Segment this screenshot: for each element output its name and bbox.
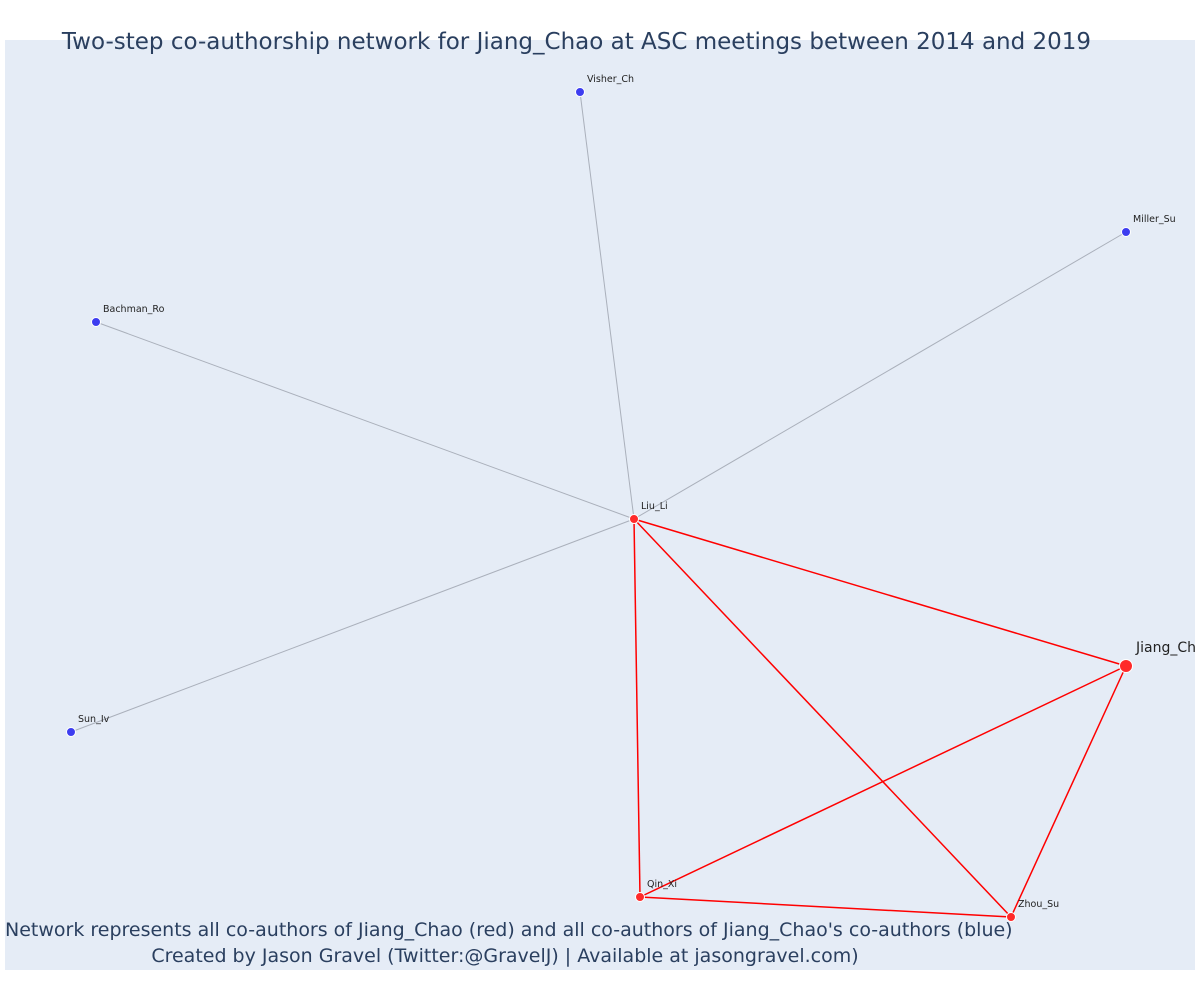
edge-liu_li-sun_iv: [70, 518, 635, 733]
edge-jiang_ch-qin_xi: [639, 665, 1127, 898]
node-jiang_ch[interactable]: [1119, 659, 1133, 673]
edge-liu_li-miller_su: [633, 231, 1127, 520]
edge-liu_li-jiang_ch: [633, 518, 1127, 667]
chart-title: Two-step co-authorship network for Jiang…: [61, 29, 1092, 55]
edge-qin_xi-zhou_su: [639, 896, 1012, 918]
caption-line-1: Network represents all co-authors of Jia…: [5, 919, 1013, 941]
node-label-bachman_ro: Bachman_Ro: [103, 304, 165, 315]
network-edges: [70, 91, 1127, 918]
node-label-liu_li: Liu_Li: [641, 501, 668, 512]
node-bachman_ro[interactable]: [91, 317, 101, 327]
plot-background: [5, 40, 1195, 970]
node-miller_su[interactable]: [1121, 227, 1131, 237]
edge-liu_li-zhou_su: [633, 518, 1012, 918]
node-zhou_su[interactable]: [1006, 912, 1016, 922]
caption-line-2: Created by Jason Gravel (Twitter:@Gravel…: [151, 945, 859, 967]
node-label-zhou_su: Zhou_Su: [1018, 899, 1059, 910]
node-label-visher_ch: Visher_Ch: [587, 74, 634, 85]
node-label-miller_su: Miller_Su: [1133, 214, 1176, 225]
node-label-jiang_ch: Jiang_Ch: [1135, 640, 1196, 656]
node-sun_iv[interactable]: [66, 727, 76, 737]
node-liu_li[interactable]: [629, 514, 639, 524]
edge-jiang_ch-zhou_su: [1010, 665, 1127, 918]
node-label-sun_iv: Sun_Iv: [78, 714, 110, 725]
edge-liu_li-bachman_ro: [95, 321, 635, 520]
edge-liu_li-qin_xi: [633, 518, 641, 898]
node-qin_xi[interactable]: [635, 892, 645, 902]
node-visher_ch[interactable]: [575, 87, 585, 97]
edge-liu_li-visher_ch: [579, 91, 635, 520]
node-label-qin_xi: Qin_Xi: [647, 879, 677, 890]
chart-caption: Network represents all co-authors of Jia…: [5, 917, 1013, 969]
